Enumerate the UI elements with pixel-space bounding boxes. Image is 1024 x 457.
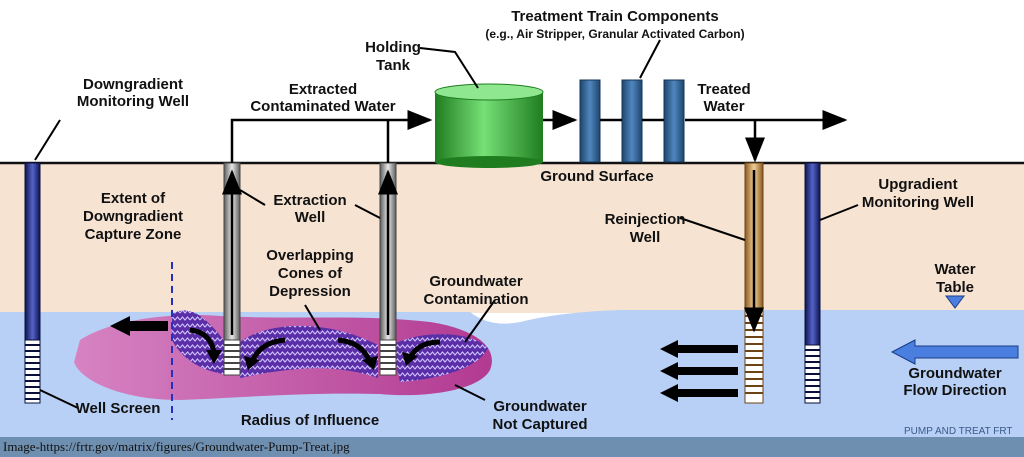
holding-tank-label-1: Holding: [365, 39, 421, 56]
extracted-water-pipe: [230, 110, 433, 163]
cones-label-1: Overlapping: [266, 247, 354, 264]
radius-of-influence-label: Radius of Influence: [241, 412, 379, 429]
treatment-train-title: Treatment Train Components: [511, 8, 719, 25]
image-source-caption: Image-https://frtr.gov/matrix/figures/Gr…: [0, 437, 1024, 457]
reinjection-well-label-2: Well: [630, 229, 661, 246]
flow-direction-label-1: Groundwater: [908, 365, 1002, 382]
contamination-label-2: Contamination: [424, 291, 529, 308]
extracted-water-label-2: Contaminated Water: [250, 98, 395, 115]
extraction-well-label-1: Extraction: [273, 192, 346, 209]
upgradient-well-screen: [804, 344, 821, 404]
extraction-well-1: [222, 162, 242, 376]
extracted-water-label-1: Extracted: [289, 81, 357, 98]
plume-escape-arrow: [110, 316, 168, 336]
capture-curve-arrowheads: [206, 350, 418, 370]
treatment-unit-2: [621, 79, 643, 163]
treatment-unit-1: [579, 79, 601, 163]
water-table-label-2: Table: [936, 279, 974, 296]
upgradient-well-label-2: Monitoring Well: [862, 194, 974, 211]
water-table-label-1: Water: [934, 261, 975, 278]
ground-surface-label: Ground Surface: [540, 168, 653, 185]
groundwater-flow-arrow: [890, 339, 1019, 365]
treatment-train-subtitle: (e.g., Air Stripper, Granular Activated …: [485, 27, 744, 41]
downgradient-well-label-1: Downgradient: [83, 76, 183, 93]
water-table-marker: [945, 295, 965, 309]
well-screen-label: Well Screen: [76, 400, 161, 417]
treated-water-label-2: Water: [703, 98, 744, 115]
treatment-unit-3: [663, 79, 685, 163]
treated-water-label-1: Treated: [697, 81, 750, 98]
extraction-well-label-2: Well: [295, 209, 326, 226]
extent-label-1: Extent of: [101, 190, 166, 207]
upgradient-well-label-1: Upgradient: [878, 176, 957, 193]
extraction-well-2: [378, 162, 398, 376]
downgradient-well-label-2: Monitoring Well: [77, 93, 189, 110]
not-captured-label-2: Not Captured: [493, 416, 588, 433]
diagram-canvas: Treatment Train Components (e.g., Air St…: [0, 8, 1024, 437]
capture-zone-right: [392, 334, 488, 382]
soil-zone: [0, 163, 1024, 313]
downgradient-well-screen: [24, 339, 41, 404]
holding-tank-label-2: Tank: [376, 57, 411, 74]
holding-tank: [434, 83, 544, 168]
not-captured-label-1: Groundwater: [493, 398, 587, 415]
cones-label-3: Depression: [269, 283, 351, 300]
reinjection-well-label-1: Reinjection: [605, 211, 686, 228]
corner-watermark: PUMP AND TREAT FRT: [904, 426, 1013, 437]
contamination-label-1: Groundwater: [429, 273, 523, 290]
cones-label-2: Cones of: [278, 265, 343, 282]
extent-label-2: Downgradient: [83, 208, 183, 225]
reinjection-flow-arrows: [660, 340, 738, 402]
callout-pointers: [34, 39, 859, 409]
reinjection-well: [744, 162, 764, 404]
flow-direction-label-2: Flow Direction: [903, 382, 1006, 399]
extent-label-3: Capture Zone: [85, 226, 182, 243]
